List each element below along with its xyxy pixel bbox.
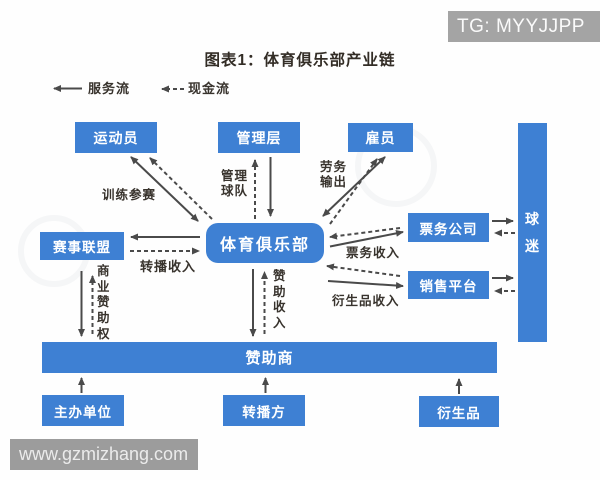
arrow-club-to-athletes-cash	[149, 157, 213, 220]
node-derivatives: 衍生品	[419, 396, 499, 427]
node-broadcaster: 转播方	[223, 395, 305, 426]
node-fans: 球迷	[518, 123, 547, 342]
node-ticketing: 票务公司	[408, 213, 489, 242]
node-employees: 雇员	[348, 123, 413, 152]
fans-label: 球迷	[524, 210, 540, 254]
label-broadcast-income: 转播收入	[140, 259, 197, 274]
label-training-compete: 训练参赛	[102, 188, 157, 202]
node-league: 赛事联盟	[40, 232, 124, 260]
arrow-sales-to-club-cash	[326, 263, 401, 277]
arrow-club-to-sales-service	[327, 280, 404, 290]
diagram-title: 图表1：体育俱乐部产业链	[204, 52, 396, 69]
arrow-club-to-ticketing-service	[329, 229, 404, 248]
tg-watermark-badge: TG: MYYJJPP	[448, 11, 600, 42]
node-management: 管理层	[218, 122, 300, 153]
label-sponsor-income: 赞助收入	[273, 269, 287, 330]
node-club: 体育俱乐部	[206, 223, 324, 263]
node-organizer: 主办单位	[42, 395, 124, 426]
arrow-ticketing-to-club-cash	[329, 227, 401, 240]
legend-cash-flow-label: 现金流	[188, 81, 231, 96]
legend-service-flow-label: 服务流	[88, 81, 131, 96]
label-ticket-income: 票务收入	[346, 246, 401, 260]
label-manage-team: 管理球队	[221, 169, 249, 198]
node-sponsors: 赞助商	[42, 342, 497, 373]
label-derivative-income: 衍生品收入	[332, 294, 400, 308]
label-labor-output: 劳务输出	[320, 160, 348, 189]
node-athletes: 运动员	[75, 122, 157, 153]
node-sales-platform: 销售平台	[408, 271, 489, 299]
label-commercial-sponsor-rights: 商业赞助权	[97, 264, 111, 341]
site-watermark-badge: www.gzmizhang.com	[10, 439, 198, 470]
